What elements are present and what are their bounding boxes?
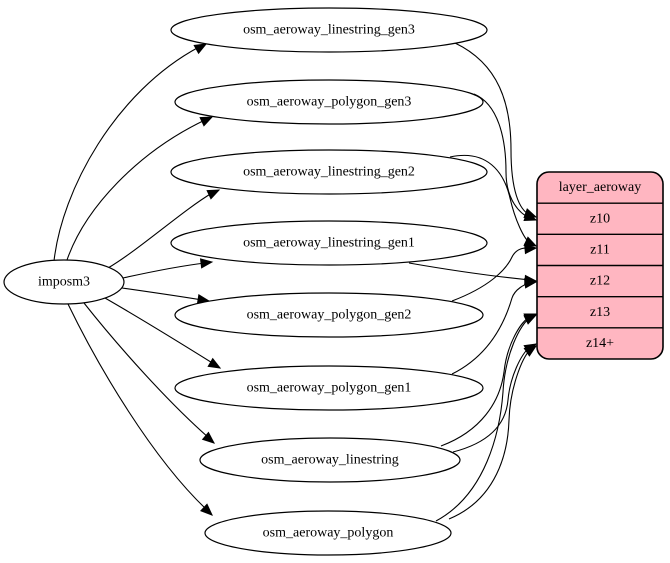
arrowhead-icon — [207, 357, 222, 369]
node-osm_aeroway_polygon: osm_aeroway_polygon — [204, 510, 452, 556]
arrowhead-icon — [523, 211, 538, 221]
edge-osm_aeroway_polygon_gen1-to-z12 — [451, 278, 538, 375]
arrowhead-icon — [200, 503, 213, 516]
zoom-row-z11: z11 — [590, 242, 610, 257]
node-layer_aeroway: layer_aeroway z10 z11 z12 z13 z14+ — [536, 171, 664, 360]
edge-line — [454, 42, 537, 218]
node-imposm3: imposm3 — [3, 259, 125, 305]
edge-line — [104, 297, 221, 369]
edge-imposm3-to-osm_aeroway_linestring_gen3 — [53, 43, 208, 262]
node-label: osm_aeroway_linestring_gen2 — [243, 165, 415, 180]
edge-line — [66, 116, 213, 261]
edge-imposm3-to-osm_aeroway_linestring_gen2 — [107, 189, 221, 269]
zoom-row-z10: z10 — [590, 211, 610, 226]
node-label: osm_aeroway_polygon_gen2 — [247, 308, 412, 323]
node-ellipse — [174, 79, 484, 125]
node-osm_aeroway_linestring_gen3: osm_aeroway_linestring_gen3 — [170, 7, 488, 53]
edge-osm_aeroway_polygon_gen3-to-z10 — [473, 93, 538, 221]
node-label: osm_aeroway_linestring_gen3 — [243, 23, 415, 38]
zoom-row-z12: z12 — [590, 274, 610, 289]
edge-line — [440, 313, 537, 447]
node-label: imposm3 — [38, 275, 90, 290]
layer-node-title: layer_aeroway — [559, 180, 641, 195]
arrowhead-icon — [523, 278, 538, 289]
edge-line — [53, 43, 207, 262]
edge-osm_aeroway_polygon-to-z13 — [435, 314, 538, 522]
node-ellipse — [174, 365, 484, 411]
arrowhead-icon — [199, 258, 214, 269]
node-ellipse — [170, 7, 488, 53]
node-ellipse — [170, 149, 488, 195]
node-osm_aeroway_linestring_gen1: osm_aeroway_linestring_gen1 — [170, 220, 488, 266]
edge-line — [452, 343, 537, 453]
edge-imposm3-to-osm_aeroway_polygon_gen1 — [104, 297, 222, 369]
node-osm_aeroway_polygon_gen1: osm_aeroway_polygon_gen1 — [174, 365, 484, 411]
node-osm_aeroway_polygon_gen2: osm_aeroway_polygon_gen2 — [174, 292, 484, 338]
node-ellipse — [3, 259, 125, 305]
arrowhead-icon — [193, 43, 208, 55]
edge-line — [449, 154, 537, 247]
node-ellipse — [204, 510, 452, 556]
node-ellipse — [174, 292, 484, 338]
edge-imposm3-to-osm_aeroway_polygon — [67, 303, 213, 516]
node-osm_aeroway_polygon_gen3: osm_aeroway_polygon_gen3 — [174, 79, 484, 125]
node-label: osm_aeroway_polygon_gen3 — [247, 95, 412, 110]
arrowhead-icon — [523, 314, 538, 325]
node-label: osm_aeroway_polygon — [263, 526, 394, 541]
arrowhead-icon — [523, 345, 538, 357]
node-ellipse — [170, 220, 488, 266]
edge-line — [435, 314, 537, 522]
edge-line — [67, 303, 213, 516]
edge-imposm3-to-osm_aeroway_linestring — [83, 302, 216, 444]
edge-osm_aeroway_polygon_gen2-to-z11 — [451, 243, 538, 302]
node-label: osm_aeroway_linestring_gen1 — [243, 236, 415, 251]
edge-imposm3-to-osm_aeroway_linestring_gen1 — [122, 258, 214, 279]
node-osm_aeroway_linestring: osm_aeroway_linestring — [199, 437, 461, 483]
edge-osm_aeroway_polygon-to-z14+ — [448, 345, 538, 520]
arrowhead-icon — [201, 431, 216, 444]
arrowhead-icon — [199, 116, 214, 127]
zoom-row-z13: z13 — [590, 305, 610, 320]
arrowhead-icon — [524, 243, 538, 255]
arrowhead-icon — [206, 189, 221, 200]
node-osm_aeroway_linestring_gen2: osm_aeroway_linestring_gen2 — [170, 149, 488, 195]
node-label: osm_aeroway_polygon_gen1 — [247, 381, 412, 396]
edges-layer — [53, 42, 538, 522]
edge-line — [448, 345, 537, 520]
edge-imposm3-to-osm_aeroway_polygon_gen3 — [66, 116, 214, 261]
edge-line — [107, 189, 220, 269]
node-label: osm_aeroway_linestring — [261, 453, 399, 468]
node-ellipse — [199, 437, 461, 483]
zoom-row-z14+: z14+ — [586, 336, 614, 351]
edge-line — [83, 302, 215, 444]
edge-line — [473, 93, 537, 221]
